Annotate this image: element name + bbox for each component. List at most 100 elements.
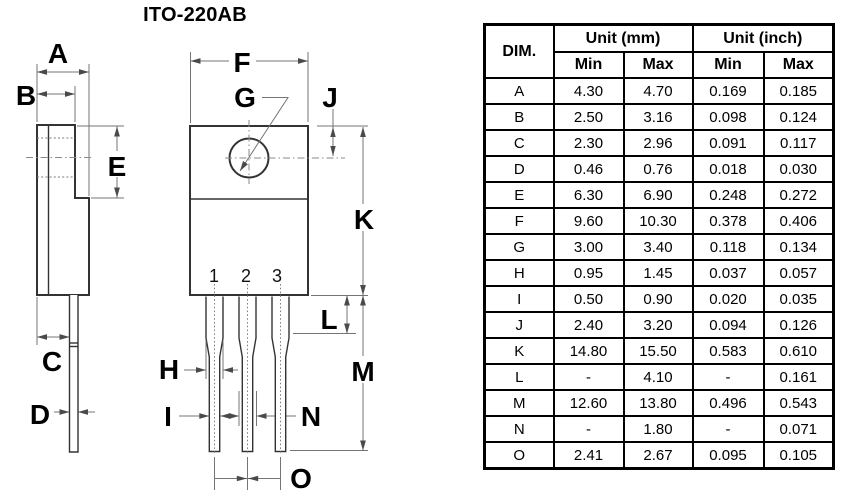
table-cell: 4.10 [622, 363, 694, 391]
table-cell: D [483, 155, 555, 183]
table-row: L-4.10-0.161 [483, 363, 835, 391]
col-header-dim: DIM. [483, 23, 555, 79]
dim-label-b: B [16, 80, 36, 111]
table-cell: 0.035 [762, 285, 835, 313]
table-cell: 0.543 [762, 389, 835, 417]
dim-b [37, 86, 76, 122]
table-cell: 0.134 [762, 233, 835, 261]
dim-f [190, 48, 309, 123]
col-header-mm-max: Max [622, 51, 694, 79]
table-cell: 0.90 [622, 285, 694, 313]
dim-label-e: E [108, 151, 127, 182]
side-view-body [26, 124, 92, 296]
table-cell: 0.020 [691, 285, 765, 313]
dim-label-o: O [290, 463, 312, 494]
table-cell: I [483, 285, 555, 313]
table-cell: 0.248 [691, 181, 765, 209]
dimensions-table: DIM. Unit (mm) Unit (inch) Min Max Min M… [483, 23, 835, 470]
front-view-body [189, 120, 345, 296]
table-cell: 3.16 [622, 103, 694, 131]
table-subheader-row: Min Max Min Max [485, 51, 835, 79]
page-title: ITO-220AB [143, 4, 247, 26]
table-cell: F [483, 207, 555, 235]
table-cell: 2.30 [552, 129, 625, 157]
col-header-inch-min: Min [691, 51, 765, 79]
table-cell: 0.030 [762, 155, 835, 183]
dim-k [351, 127, 376, 295]
table-cell: 0.185 [762, 77, 835, 105]
table-cell: 0.610 [762, 337, 835, 365]
col-header-inch-max: Max [762, 51, 835, 79]
table-cell: 0.091 [691, 129, 765, 157]
dim-c [36, 297, 70, 345]
table-cell: 0.126 [762, 311, 835, 339]
col-header-unit-mm: Unit (mm) [552, 23, 694, 53]
table-cell: 3.40 [622, 233, 694, 261]
table-cell: 1.80 [622, 415, 694, 443]
table-cell: 6.90 [622, 181, 694, 209]
dim-n [238, 391, 257, 426]
table-cell: 3.20 [622, 311, 694, 339]
dim-label-f: F [233, 47, 250, 78]
table-cell: G [483, 233, 555, 261]
table-cell: 0.071 [762, 415, 835, 443]
dim-e [77, 125, 130, 199]
table-cell: 0.46 [552, 155, 625, 183]
table-cell: 3.00 [552, 233, 625, 261]
table-cell: - [691, 415, 765, 443]
table-cell: 0.169 [691, 77, 765, 105]
table-cell: 2.67 [622, 441, 694, 470]
dim-h [184, 341, 238, 379]
table-cell: 9.60 [552, 207, 625, 235]
table-cell: 0.118 [691, 233, 765, 261]
table-cell: 14.80 [552, 337, 625, 365]
table-cell: 2.96 [622, 129, 694, 157]
dim-label-i: I [164, 401, 172, 432]
table-cell: 0.094 [691, 311, 765, 339]
table-cell: 0.098 [691, 103, 765, 131]
table-cell: 4.70 [622, 77, 694, 105]
table-cell: H [483, 259, 555, 287]
dim-label-a: A [48, 38, 68, 69]
lead-2 [238, 296, 257, 453]
table-cell: 2.40 [552, 311, 625, 339]
table-cell: 0.018 [691, 155, 765, 183]
dim-label-c: C [42, 346, 62, 377]
dim-label-d: D [30, 399, 50, 430]
table-cell: 1.45 [622, 259, 694, 287]
dim-label-k: K [354, 204, 374, 235]
table-cell: M [483, 389, 555, 417]
table-cell: B [483, 103, 555, 131]
table-cell: J [483, 311, 555, 339]
lead-3 [271, 296, 290, 453]
table-cell: - [552, 415, 625, 443]
table-cell: 0.124 [762, 103, 835, 131]
table-cell: 6.30 [552, 181, 625, 209]
side-view-lead [68, 295, 79, 453]
table-cell: 0.037 [691, 259, 765, 287]
lead-1 [205, 296, 224, 453]
col-header-mm-min: Min [552, 51, 625, 79]
table-cell: 0.378 [691, 207, 765, 235]
table-cell: 0.105 [762, 441, 835, 470]
table-cell: - [691, 363, 765, 391]
table-cell: 13.80 [622, 389, 694, 417]
front-view [179, 48, 376, 490]
dim-j [317, 109, 368, 156]
table-cell: E [483, 181, 555, 209]
dim-o [214, 457, 281, 490]
dim-label-m: M [351, 356, 374, 387]
table-cell: 0.76 [622, 155, 694, 183]
table-cell: 0.161 [762, 363, 835, 391]
dim-m [290, 295, 376, 451]
